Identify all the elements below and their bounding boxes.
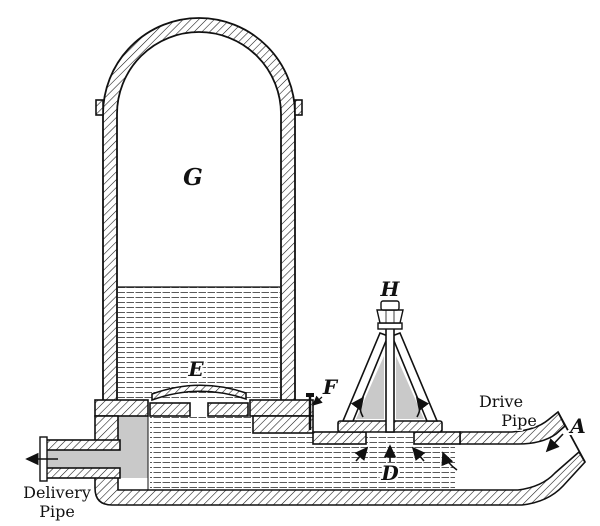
snifter-valve-label: F (322, 375, 339, 399)
delivery-passage (118, 416, 148, 478)
waste-valve-label: H (380, 277, 401, 301)
check-valve-seat-left (149, 402, 191, 417)
base-bottom-and-drive-pipe-lower-wall (94, 450, 586, 506)
delivery-pipe-caption-line1: Delivery (23, 483, 91, 502)
left-wall-upper (94, 415, 119, 442)
drive-pipe-caption-line2: Pipe (501, 411, 537, 430)
check-valve-seat-right (207, 402, 249, 417)
delivery-pipe-bore (45, 450, 120, 468)
waste-valve-stem (385, 327, 395, 433)
waste-valve-seat-right (413, 431, 461, 445)
delivery-pipe-bottom-wall (44, 467, 121, 479)
dome-flange-lug-right (294, 99, 303, 116)
snifter-pointer-arrow (311, 395, 323, 406)
drive-pipe-mouth-edge (557, 411, 586, 463)
drive-pipe-caption-line1: Drive (479, 392, 523, 411)
check-valve-flap (151, 384, 247, 402)
port-flow-arrow-left (354, 446, 369, 462)
base-flange-right (249, 399, 314, 417)
waste-valve-assembly (306, 300, 443, 433)
dome-flange-lug-left (95, 99, 104, 116)
valve-port-label: D (380, 461, 399, 485)
valve-box-step-wall (252, 415, 314, 434)
waste-valve-seat-left (312, 431, 367, 445)
lettering: G E F H D A Drive Pipe Delivery Pipe (22, 162, 588, 523)
spray-arrow-left (350, 396, 365, 418)
delivery-pipe-top-wall (44, 439, 121, 451)
bolt-cap (380, 300, 400, 311)
port-flow-arrow-right (411, 446, 426, 462)
drive-flow-arrow (441, 451, 458, 471)
sectioned-walls (44, 17, 586, 506)
spray-arrow-right (415, 396, 430, 418)
bolt-nut (376, 309, 404, 324)
air-chamber-label: G (183, 164, 203, 191)
snifter-valve-head (306, 393, 314, 397)
flow-arrows (25, 395, 564, 471)
base-water-left (150, 416, 255, 490)
interior-fills (45, 287, 579, 490)
check-valve-label: E (187, 357, 204, 381)
inlet-flow-arrow (545, 433, 564, 453)
bolt-collar (377, 322, 403, 330)
base-flange-left (94, 399, 149, 417)
delivery-pipe-caption-line2: Pipe (39, 502, 75, 521)
air-chamber-water (118, 287, 280, 400)
inlet-label: A (568, 414, 586, 438)
